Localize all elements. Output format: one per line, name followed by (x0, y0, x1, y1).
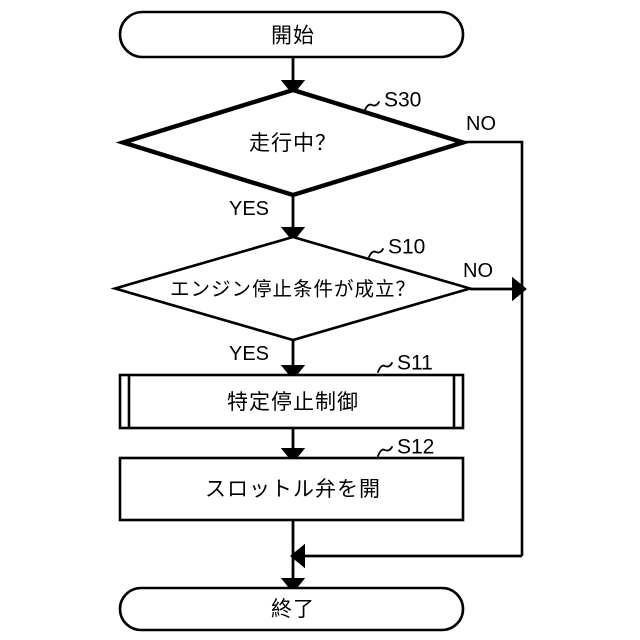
step-label-s30: S30 (384, 89, 421, 112)
predefined-process-s11[interactable] (118, 373, 465, 430)
step-label-s30-leader (364, 101, 380, 111)
decision-s10[interactable] (110, 235, 475, 342)
step-label-s12: S12 (397, 436, 434, 459)
end-terminator[interactable] (118, 586, 465, 632)
branch-label-s30-no: NO (466, 113, 496, 135)
end-terminator-label: 終了 (271, 597, 315, 621)
branch-label-s10-yes: YES (229, 343, 269, 365)
step-label-s10-leader (368, 248, 384, 258)
decision-s10-label: エンジン停止条件が成立？ (170, 278, 416, 301)
decision-s30[interactable] (115, 87, 471, 198)
step-label-s10: S10 (388, 236, 425, 259)
decision-s30-label: 走行中？ (249, 131, 337, 155)
connector-s30-no-rail (463, 140, 524, 556)
branch-label-s10-no: NO (463, 260, 493, 282)
step-label-s11-leader (377, 362, 393, 373)
start-terminator[interactable] (118, 10, 465, 59)
process-s12-label: スロットル弁を開 (205, 477, 381, 501)
process-s12[interactable] (118, 456, 465, 522)
step-label-s11: S11 (397, 352, 433, 375)
branch-label-s30-yes: YES (229, 198, 269, 220)
predefined-process-s11-label: 特定停止制御 (227, 390, 359, 414)
step-label-s12-leader (377, 446, 393, 457)
start-terminator-label: 開始 (271, 24, 315, 48)
